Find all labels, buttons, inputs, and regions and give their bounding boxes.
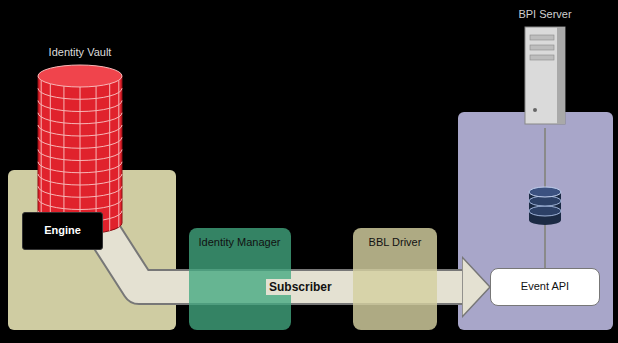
node-label: BBL Driver xyxy=(369,236,422,250)
data-store: Identity Vault xyxy=(28,44,132,236)
database-icon xyxy=(529,187,561,225)
right-panel xyxy=(458,112,613,330)
node-label: Identity Vault xyxy=(49,46,112,60)
database-cylinder xyxy=(28,63,132,236)
server-tower xyxy=(513,25,577,128)
engine-box: Engine xyxy=(22,212,103,250)
node-label: Identity Manager xyxy=(199,236,281,250)
server: BPI Server xyxy=(513,6,577,128)
node-label: Engine xyxy=(44,224,81,238)
edge-label: Subscriber xyxy=(266,279,335,295)
api-box: Event API xyxy=(490,268,600,306)
node-label: Event API xyxy=(521,280,569,294)
node-label: BPI Server xyxy=(518,8,571,22)
driver-box: BBL Driver xyxy=(353,228,437,330)
